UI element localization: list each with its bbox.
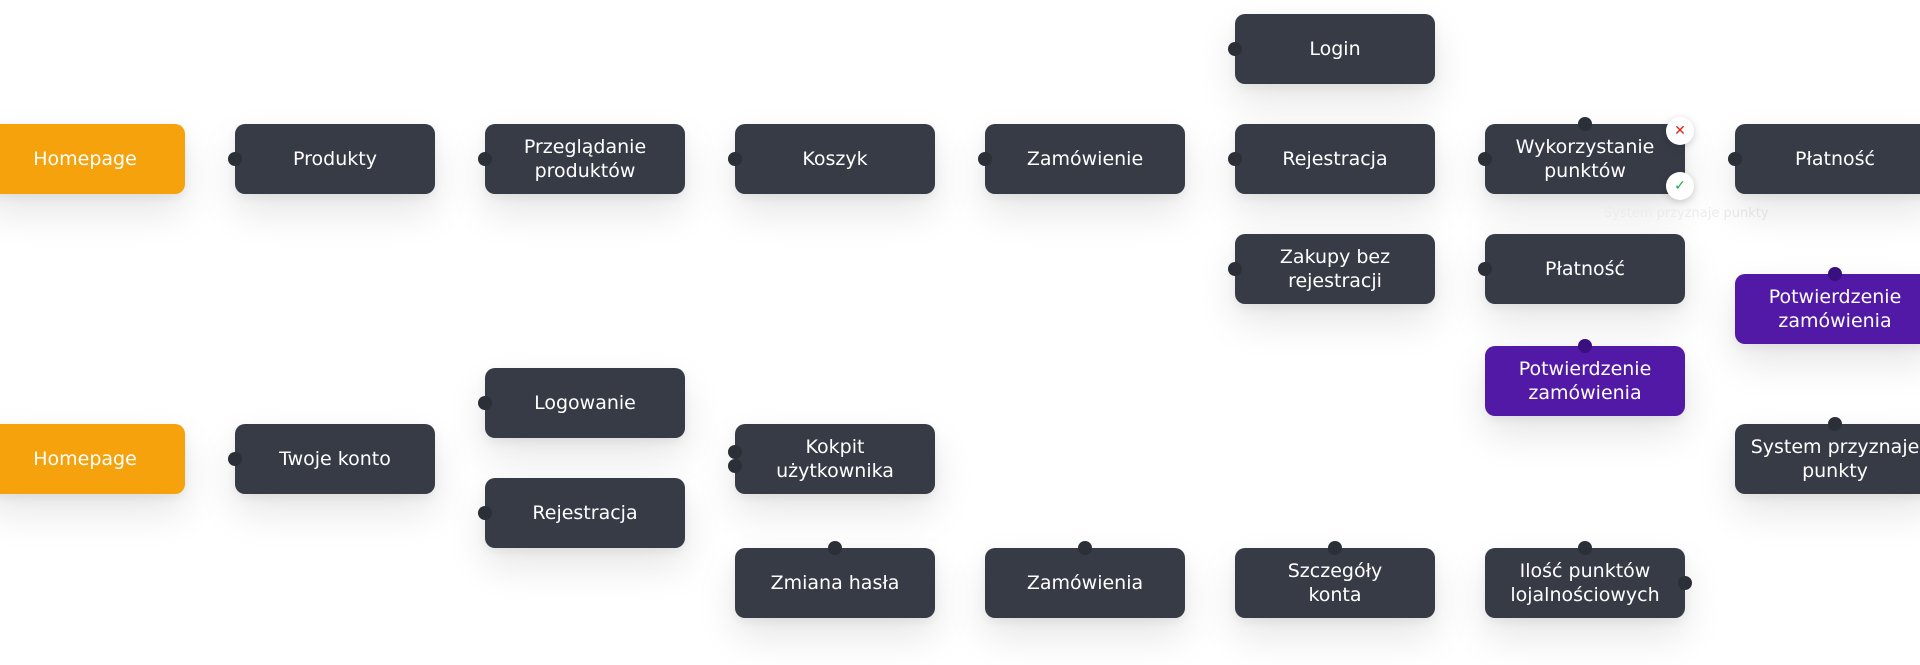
connector-dot <box>1728 152 1742 166</box>
node-system-przyznaje-punkty[interactable]: System przyznaje punkty <box>1735 424 1920 494</box>
connector-dot <box>1828 417 1842 431</box>
node-platnosc[interactable]: Płatność <box>1485 234 1685 304</box>
faint-connector-label: System przyznaje punkty <box>1604 206 1769 221</box>
connector-dot <box>1078 541 1092 555</box>
node-homepage-account[interactable]: Homepage <box>0 424 185 494</box>
connector-dot <box>1828 267 1842 281</box>
connector-dot <box>478 152 492 166</box>
connector-dot <box>1328 541 1342 555</box>
connector-dot <box>1478 152 1492 166</box>
connector-dot <box>978 152 992 166</box>
node-rejestracja[interactable]: Rejestracja <box>1235 124 1435 194</box>
node-szczegoly-konta[interactable]: Szczegóły konta <box>1235 548 1435 618</box>
node-kokpit-uzytkownika[interactable]: Kokpit użytkownika <box>735 424 935 494</box>
node-wykorzystanie-punktow[interactable]: Wykorzystanie punktów <box>1485 124 1685 194</box>
node-twoje-konto[interactable]: Twoje konto <box>235 424 435 494</box>
decision-yes-icon[interactable]: ✓ <box>1666 172 1694 200</box>
connector-dot <box>1228 262 1242 276</box>
node-logowanie[interactable]: Logowanie <box>485 368 685 438</box>
node-koszyk[interactable]: Koszyk <box>735 124 935 194</box>
node-ilosc-punktow-lojalnosciowych[interactable]: Ilość punktów lojalnościowych <box>1485 548 1685 618</box>
connector-dot <box>1228 152 1242 166</box>
connector-dot <box>1678 576 1692 590</box>
connector-dot <box>828 541 842 555</box>
connector-dot <box>728 445 742 459</box>
node-zamowienie[interactable]: Zamówienie <box>985 124 1185 194</box>
connector-dot <box>228 452 242 466</box>
connector-dot <box>1578 541 1592 555</box>
node-potwierdzenie-zamowienia-final[interactable]: Potwierdzenie zamówienia <box>1735 274 1920 344</box>
connector-dot <box>1478 262 1492 276</box>
node-platnosc-final[interactable]: Płatność <box>1735 124 1920 194</box>
node-zakupy-bez-rejestracji[interactable]: Zakupy bez rejestracji <box>1235 234 1435 304</box>
connector-dot <box>1228 42 1242 56</box>
node-login[interactable]: Login <box>1235 14 1435 84</box>
node-produkty[interactable]: Produkty <box>235 124 435 194</box>
node-homepage[interactable]: Homepage <box>0 124 185 194</box>
node-zamowienia[interactable]: Zamówienia <box>985 548 1185 618</box>
connector-dot <box>228 152 242 166</box>
node-przegladanie-produktow[interactable]: Przeglądanie produktów <box>485 124 685 194</box>
connector-dot <box>478 396 492 410</box>
connector-dot <box>1578 117 1592 131</box>
connector-dot <box>728 459 742 473</box>
decision-no-icon[interactable]: ✕ <box>1666 117 1694 145</box>
connector-dot <box>728 152 742 166</box>
node-rejestracja-account[interactable]: Rejestracja <box>485 478 685 548</box>
connector-dot <box>1578 339 1592 353</box>
node-potwierdzenie-zamowienia[interactable]: Potwierdzenie zamówienia <box>1485 346 1685 416</box>
node-zmiana-hasla[interactable]: Zmiana hasła <box>735 548 935 618</box>
connector-dot <box>478 506 492 520</box>
